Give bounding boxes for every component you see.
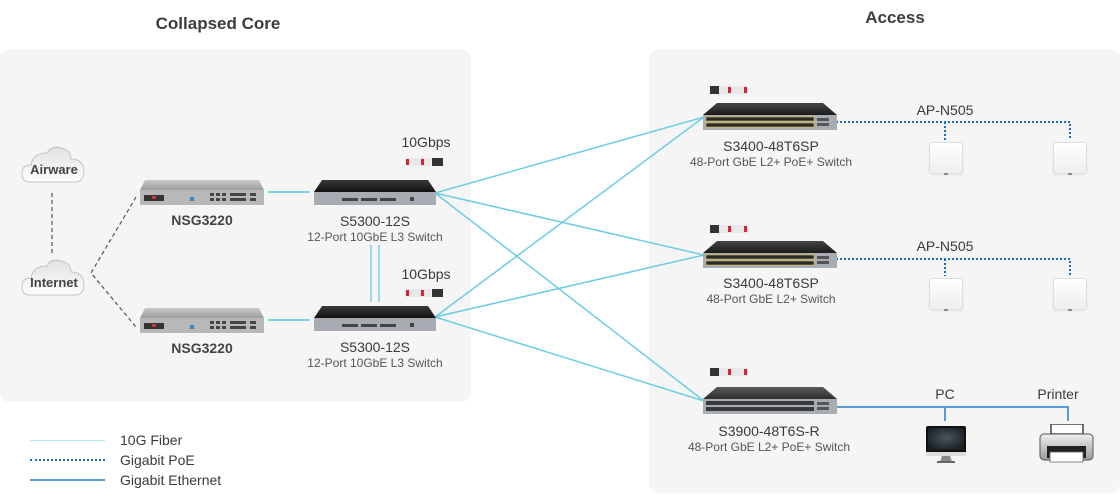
firewall-2-name: NSG3220 bbox=[171, 340, 233, 356]
ethernet-switch-device-icon bbox=[703, 387, 837, 414]
legend-label: Gigabit Ethernet bbox=[120, 472, 222, 488]
core-1-speed-label: 10Gbps bbox=[401, 134, 451, 150]
core-switch-1-name: S5300-12S bbox=[339, 213, 411, 229]
ap-group-1-label: AP-N505 bbox=[916, 102, 974, 118]
sfp-transceiver-icon bbox=[710, 368, 748, 376]
sfp-transceiver-icon bbox=[710, 86, 748, 94]
access-switch-1-name: S3400-48T6SP bbox=[723, 138, 819, 154]
poe-switch-device-icon bbox=[703, 103, 837, 130]
legend-swatch-ethernet bbox=[30, 479, 105, 481]
access-switch-3-label: S3900-48T6S-R 48-Port GbE L2+ PoE+ Switc… bbox=[688, 423, 850, 455]
access-point-icon bbox=[929, 278, 963, 311]
core-switch-1-desc: 12-Port 10GbE L3 Switch bbox=[307, 230, 443, 244]
core-switch-2-name: S5300-12S bbox=[339, 339, 411, 355]
access-switch-2-name: S3400-48T6SP bbox=[723, 275, 819, 291]
core-switch-device-icon bbox=[314, 306, 436, 331]
airware-cloud-icon bbox=[21, 146, 85, 183]
access-switch-2-label: S3400-48T6SP 48-Port GbE L2+ Switch bbox=[706, 275, 835, 307]
legend-item-fiber: 10G Fiber bbox=[30, 430, 221, 450]
poe-switch-device-icon bbox=[703, 241, 837, 268]
core-2-speed-label: 10Gbps bbox=[401, 266, 451, 282]
internet-cloud-icon bbox=[21, 259, 85, 296]
internet-label: Internet bbox=[30, 275, 78, 290]
firewall-2-label: NSG3220 bbox=[171, 340, 232, 357]
core-zone-title: Collapsed Core bbox=[155, 14, 281, 33]
airware-label: Airware bbox=[30, 162, 78, 177]
core-switch-1-label: S5300-12S 12-Port 10GbE L3 Switch bbox=[307, 213, 442, 245]
pc-monitor-icon bbox=[926, 426, 966, 463]
firewall-1-label: NSG3220 bbox=[171, 212, 232, 229]
legend-swatch-fiber bbox=[30, 439, 105, 441]
printer-label: Printer bbox=[1037, 386, 1079, 402]
legend-label: 10G Fiber bbox=[120, 432, 183, 448]
access-switch-1-desc: 48-Port GbE L2+ PoE+ Switch bbox=[689, 155, 853, 169]
access-switch-3-desc: 48-Port GbE L2+ PoE+ Switch bbox=[687, 440, 851, 454]
core-panel bbox=[0, 49, 471, 402]
legend-swatch-poe bbox=[30, 459, 105, 461]
firewall-device-icon bbox=[140, 308, 264, 333]
legend-label: Gigabit PoE bbox=[120, 452, 195, 468]
access-switch-1-label: S3400-48T6SP 48-Port GbE L2+ PoE+ Switch bbox=[690, 138, 852, 170]
access-point-icon bbox=[1053, 278, 1087, 311]
sfp-transceiver-icon bbox=[405, 158, 443, 166]
pc-label: PC bbox=[935, 386, 955, 402]
core-switch-device-icon bbox=[314, 180, 436, 205]
legend-item-poe: Gigabit PoE bbox=[30, 450, 221, 470]
firewall-device-icon bbox=[140, 180, 264, 205]
access-switch-3-name: S3900-48T6S-R bbox=[718, 423, 820, 439]
firewall-1-name: NSG3220 bbox=[171, 212, 233, 228]
sfp-transceiver-icon bbox=[710, 225, 748, 233]
core-switch-2-label: S5300-12S 12-Port 10GbE L3 Switch bbox=[307, 339, 442, 371]
legend-item-ethernet: Gigabit Ethernet bbox=[30, 470, 221, 490]
printer-icon bbox=[1039, 424, 1094, 463]
sfp-transceiver-icon bbox=[405, 289, 443, 297]
access-switch-2-desc: 48-Port GbE L2+ Switch bbox=[706, 292, 836, 306]
core-switch-2-desc: 12-Port 10GbE L3 Switch bbox=[307, 356, 443, 370]
access-zone-title: Access bbox=[865, 8, 925, 27]
legend: 10G Fiber Gigabit PoE Gigabit Ethernet bbox=[30, 430, 221, 490]
access-point-icon bbox=[1053, 142, 1087, 175]
ap-group-2-label: AP-N505 bbox=[916, 238, 974, 254]
access-point-icon bbox=[929, 142, 963, 175]
